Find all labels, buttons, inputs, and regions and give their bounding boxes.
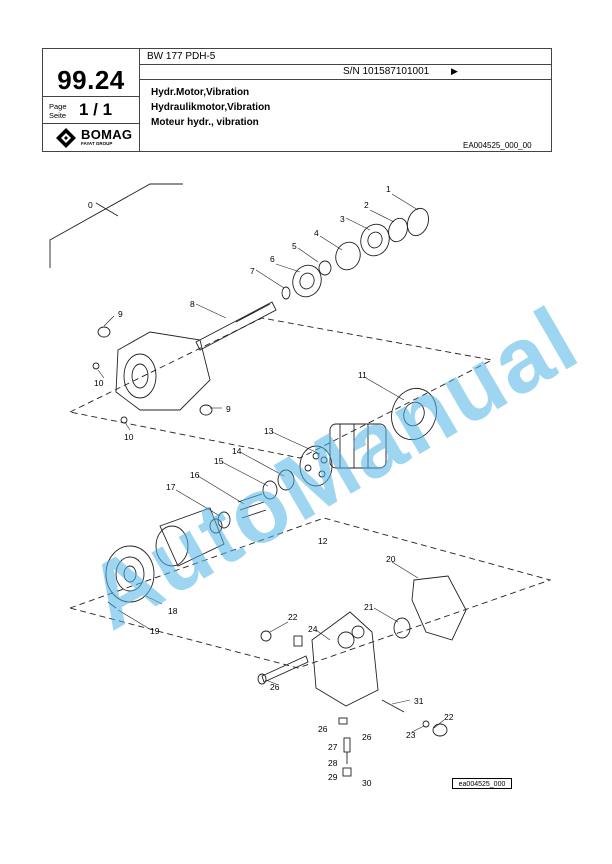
part-label: 9 (118, 309, 123, 319)
part-label: 0 (88, 200, 93, 210)
brand-name: BOMAG (81, 127, 133, 142)
title-block: BW 177 PDH-5 S/N 101587101001 ▶ 99.24 Pa… (42, 48, 552, 152)
part-label: 7 (250, 266, 255, 276)
part-label: 10 (124, 432, 134, 442)
part-label: 1 (386, 184, 391, 194)
page-number: 1 / 1 (79, 100, 113, 119)
part-label: 22 (288, 612, 298, 622)
brand-subtitle: FAYAT GROUP (81, 141, 113, 146)
divider (43, 123, 139, 124)
part-label: 18 (168, 606, 178, 616)
part-label: 13 (264, 426, 274, 436)
part-label: 5 (292, 241, 297, 251)
next-arrow-icon[interactable]: ▶ (451, 66, 458, 76)
part-label: 29 (328, 772, 338, 782)
part-label: 8 (190, 299, 195, 309)
part-label: 26 (318, 724, 328, 734)
model-label: BW 177 PDH-5 (147, 51, 216, 62)
part-label: 2 (364, 200, 369, 210)
part-label: 21 (364, 602, 374, 612)
divider (139, 49, 140, 151)
part-label: 20 (386, 554, 396, 564)
part-label: 16 (190, 470, 200, 480)
title-english: Hydr.Motor,Vibration (151, 87, 250, 98)
part-label: 14 (232, 446, 242, 456)
bomag-diamond-icon (56, 128, 76, 148)
document-code: EA004525_000_00 (463, 141, 532, 150)
part-label: 4 (314, 228, 319, 238)
serial-number: S/N 101587101001 (343, 66, 430, 77)
group-number: 99.24 (57, 65, 125, 95)
page-label-en: Page (49, 102, 67, 111)
part-label: 6 (270, 254, 275, 264)
part-label: 15 (214, 456, 224, 466)
part-label: 22 (444, 712, 454, 722)
title-german: Hydraulikmotor,Vibration (151, 102, 271, 113)
part-label: 11 (358, 370, 367, 380)
bomag-logo: BOMAG FAYAT GROUP (55, 127, 135, 149)
part-label: 19 (150, 626, 160, 636)
part-label: 27 (328, 742, 338, 752)
part-label: 12 (318, 536, 328, 546)
divider (139, 79, 551, 80)
part-label: 24 (308, 624, 318, 634)
part-label: 17 (166, 482, 176, 492)
part-label: 28 (328, 758, 338, 768)
divider (139, 64, 551, 65)
part-label: 23 (406, 730, 416, 740)
divider (43, 96, 139, 97)
part-label: 9 (226, 404, 231, 414)
part-label: 26 (270, 682, 280, 692)
title-french: Moteur hydr., vibration (151, 117, 259, 128)
page-label-de: Seite (49, 111, 67, 120)
part-label: 3 (340, 214, 345, 224)
page-label: Page Seite (49, 102, 67, 120)
drawing-reference: ea004525_000 (452, 778, 512, 789)
part-label: 26 (362, 732, 372, 742)
part-label: 31 (414, 696, 424, 706)
part-label: 30 (362, 778, 372, 788)
part-label: 10 (94, 378, 104, 388)
